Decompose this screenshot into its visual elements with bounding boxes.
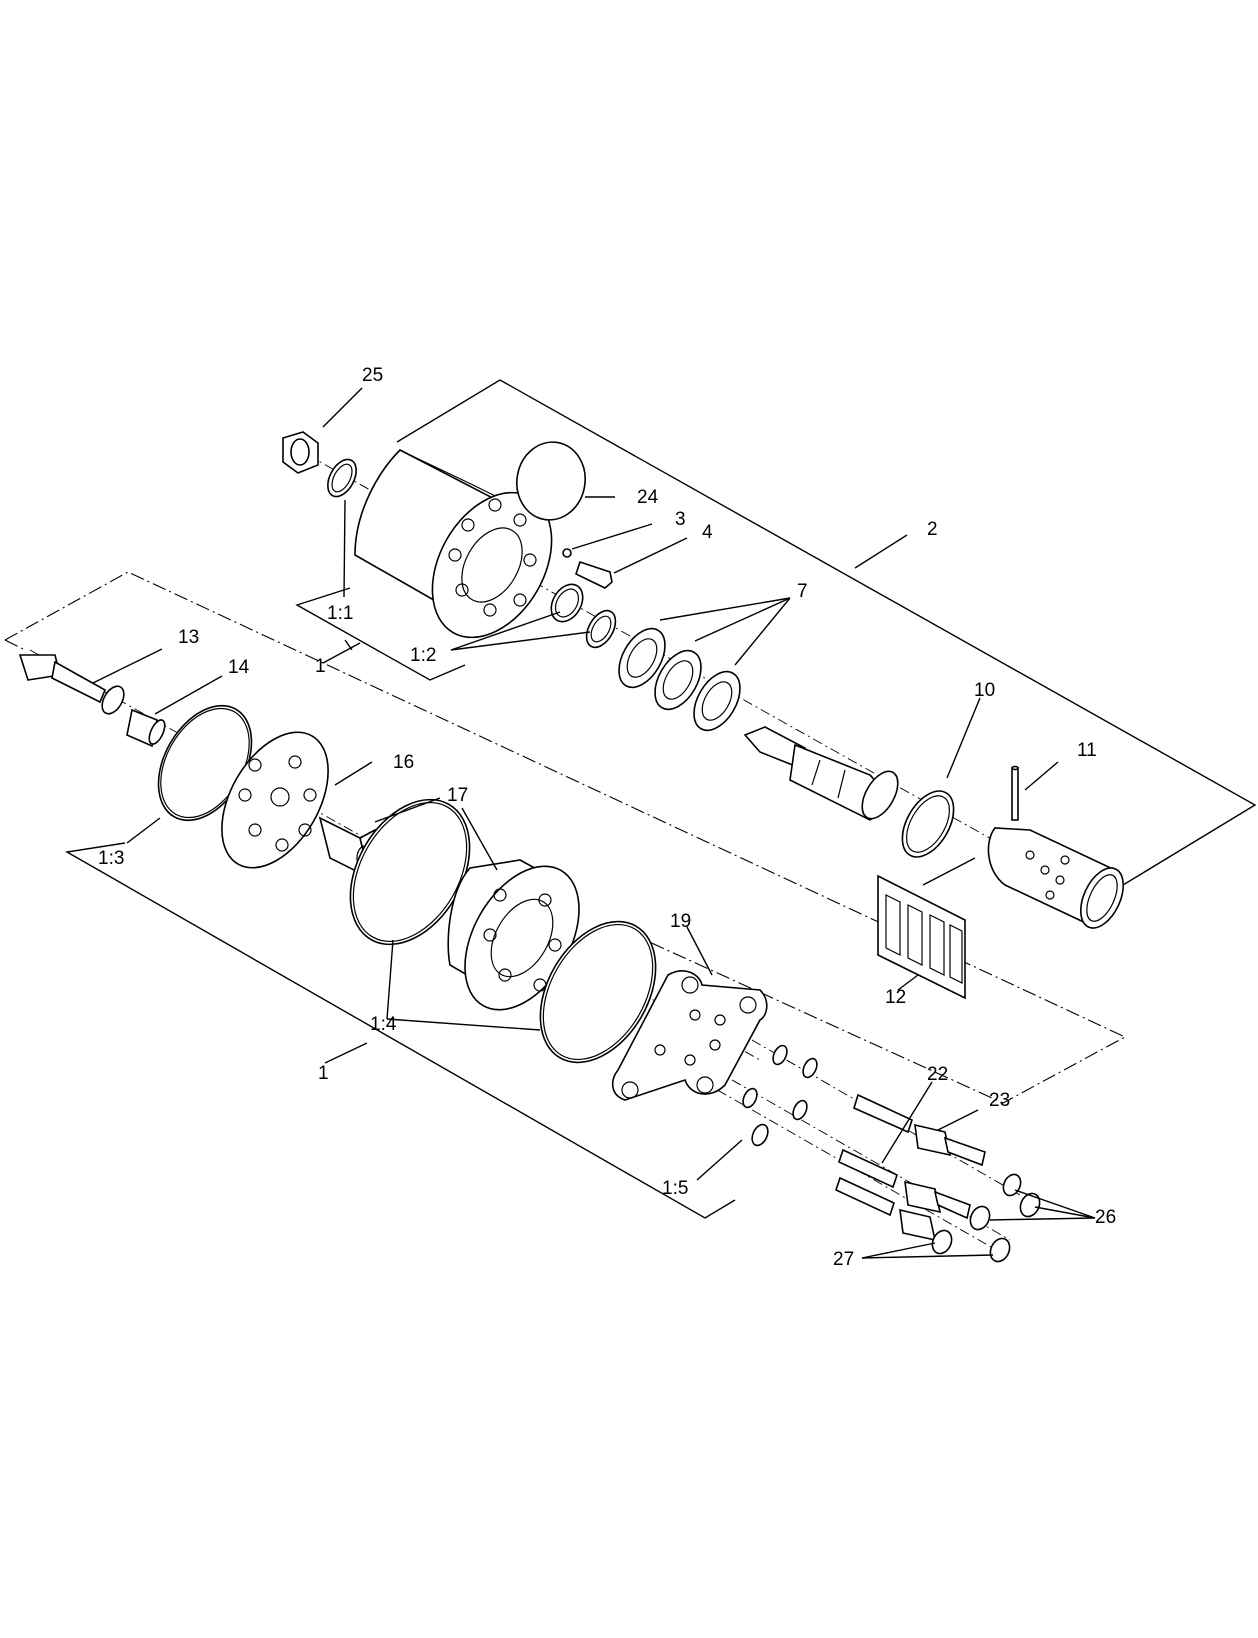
o-ring-part-1-4a (349, 798, 471, 946)
callout-26: 26 (1095, 1207, 1116, 1228)
output-shaft (743, 726, 899, 821)
callout-10: 10 (974, 680, 995, 701)
thrust-washer-7b (654, 649, 702, 711)
o-rings-part-26 (969, 1173, 1041, 1231)
callout-1-top: 1 (315, 656, 326, 677)
o-rings-part-27 (931, 1229, 1011, 1263)
group-12-dashed-box (4, 571, 1127, 1104)
washer-part-1-1 (327, 458, 357, 498)
ball-part-3 (562, 548, 572, 558)
callout-1-4: 1:4 (370, 1014, 397, 1035)
callout-7: 7 (797, 581, 808, 602)
drive-shaft-part-13 (18, 654, 125, 715)
callout-1-2: 1:2 (410, 645, 436, 666)
callout-25: 25 (362, 365, 383, 386)
callout-23: 23 (989, 1090, 1010, 1111)
callout-1-bottom: 1 (318, 1063, 329, 1084)
plate-part-16 (221, 731, 329, 869)
callout-2: 2 (927, 519, 938, 540)
callout-13: 13 (178, 627, 199, 648)
callout-19: 19 (670, 911, 691, 932)
end-cover-part-19 (611, 970, 768, 1101)
group-1-lower-bracket (64, 842, 736, 1219)
callout-27: 27 (833, 1249, 854, 1270)
valves-part-23 (899, 1123, 986, 1242)
leader-lines (92, 387, 1096, 1259)
callout-1-5: 1:5 (662, 1178, 688, 1199)
pin-part-11 (1011, 765, 1019, 821)
pin-part-4 (575, 560, 613, 589)
callout-1-3: 1:3 (98, 848, 124, 869)
callout-4: 4 (702, 522, 713, 543)
o-ring-part-24 (516, 441, 586, 521)
thrust-washer-7a (618, 627, 666, 689)
callout-1-1: 1:1 (327, 603, 353, 624)
callout-11: 11 (1077, 740, 1097, 761)
bushing-part-14 (126, 708, 166, 748)
callout-3: 3 (675, 509, 686, 530)
callout-24: 24 (637, 487, 659, 508)
group-1-upper-bracket (295, 587, 466, 681)
o-ring-part-1-4b (539, 920, 657, 1064)
thrust-washer-7c (693, 670, 741, 732)
housing-cylinder (354, 449, 553, 639)
springs-part-12 (877, 874, 966, 1000)
ring-part-10 (901, 790, 955, 858)
washer-small-7 (585, 609, 617, 649)
spool-sleeve (987, 827, 1124, 929)
callout-12: 12 (885, 987, 906, 1008)
callout-16: 16 (393, 752, 414, 773)
small-o-rings (742, 1044, 818, 1147)
group-2-bracket (396, 379, 1257, 886)
callout-22: 22 (927, 1064, 948, 1085)
seal-part-1-2 (550, 583, 584, 623)
callout-labels: 25 24 3 4 2 7 1:1 1:2 1 10 11 12 13 14 1… (98, 365, 1116, 1270)
callout-17: 17 (447, 785, 468, 806)
geroller-housing (447, 859, 580, 1011)
callout-14: 14 (228, 657, 250, 678)
bolts-part-22 (835, 1093, 913, 1217)
nut-part-25 (282, 431, 319, 474)
